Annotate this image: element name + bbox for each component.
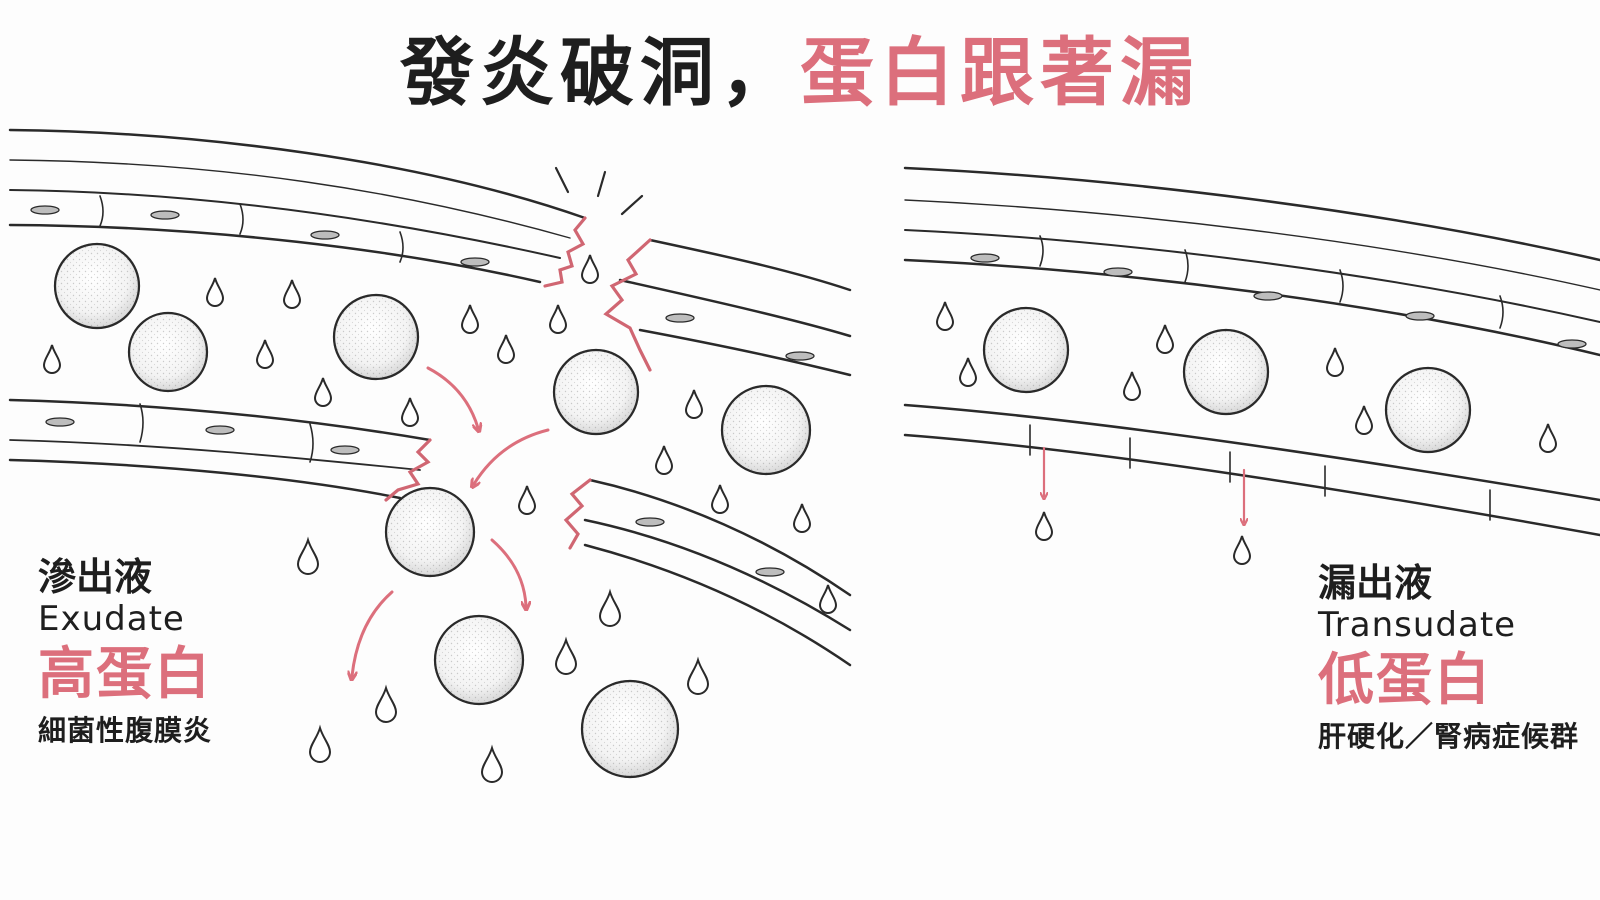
water-droplet — [654, 445, 674, 475]
transudate-proteins — [982, 306, 1472, 454]
water-droplet — [42, 344, 62, 374]
water-droplet — [554, 636, 578, 675]
tear-edge-upper-left — [543, 216, 587, 288]
water-droplet — [480, 744, 504, 783]
water-droplet — [282, 279, 302, 309]
lower-wall-top-line — [8, 398, 432, 442]
transudate-label-block: 漏出液 Transudate 低蛋白 肝硬化／腎病症候群 — [1318, 561, 1580, 754]
lower-wall-cell-dividers — [1029, 424, 1491, 521]
lower-wall-top-line — [903, 403, 1600, 502]
water-droplet — [818, 584, 838, 614]
water-droplet — [374, 684, 398, 723]
upper-wall-outer-line — [903, 166, 1600, 262]
upper-wall-tissue-line — [9, 159, 571, 239]
water-droplet — [935, 301, 955, 331]
protein-sphere — [53, 242, 141, 330]
transudate-protein-level: 低蛋白 — [1318, 647, 1492, 713]
upper-wall-tissue-line — [904, 199, 1600, 291]
water-droplet — [496, 334, 516, 364]
transudate-droplets — [935, 301, 1558, 565]
water-droplet — [684, 389, 704, 419]
rupture-spark-lines — [554, 166, 644, 216]
water-droplet — [1034, 511, 1054, 541]
water-droplet — [958, 357, 978, 387]
leak-arrow — [352, 590, 394, 676]
protein-sphere — [384, 486, 476, 578]
lower-wall-right-mid — [583, 518, 852, 632]
upper-wall-inner-line — [904, 229, 1600, 323]
water-droplet — [255, 339, 275, 369]
leak-arrow — [474, 428, 550, 484]
exudate-vessel — [8, 128, 852, 667]
protein-sphere — [127, 311, 209, 393]
transudate-condition: 肝硬化／腎病症候群 — [1318, 720, 1580, 754]
transudate-name-zh: 漏出液 — [1318, 561, 1433, 605]
water-droplet — [1325, 347, 1345, 377]
exudate-condition: 細菌性腹膜炎 — [38, 714, 213, 748]
water-droplet — [400, 397, 420, 427]
water-droplet — [686, 656, 710, 695]
protein-sphere — [332, 293, 420, 381]
protein-sphere — [1182, 328, 1270, 416]
protein-sphere — [433, 614, 525, 706]
upper-wall-lumen-line — [903, 258, 1600, 357]
upper-wall-right-lumen — [638, 328, 852, 377]
exudate-proteins — [53, 242, 812, 779]
water-droplet — [296, 536, 320, 575]
protein-sphere — [720, 384, 812, 476]
water-droplet — [460, 304, 480, 334]
exudate-leak-arrows — [352, 366, 550, 676]
tear-edge-lower-right — [563, 478, 592, 550]
cell-nuclei-right — [970, 253, 1587, 349]
leak-arrow — [490, 538, 526, 606]
upper-wall-right-inner — [618, 278, 852, 338]
water-droplet — [1232, 535, 1252, 565]
water-droplet — [598, 588, 622, 627]
page-title: 發炎破洞，蛋白跟著漏 — [0, 28, 1600, 118]
lower-wall-mid-line — [9, 439, 421, 471]
water-droplet — [792, 503, 812, 533]
leak-arrow — [426, 366, 478, 428]
transudate-name-en: Transudate — [1318, 604, 1517, 645]
upper-wall-cell-dividers — [99, 195, 404, 263]
title-part-accent: 蛋白跟著漏 — [800, 30, 1200, 116]
water-droplet — [1122, 371, 1142, 401]
water-droplet — [580, 254, 600, 284]
water-droplet — [205, 277, 225, 307]
tear-edge-lower-left — [384, 438, 432, 502]
lower-wall-right-top — [588, 478, 852, 597]
lower-wall-cell-dividers — [139, 403, 314, 463]
cell-nuclei-left — [30, 205, 815, 577]
upper-wall-lumen-line — [8, 223, 542, 284]
exudate-name-en: Exudate — [38, 598, 185, 639]
exudate-label-block: 滲出液 Exudate 高蛋白 細菌性腹膜炎 — [38, 555, 213, 748]
lower-wall-bottom-line — [903, 433, 1600, 537]
water-droplet — [1155, 324, 1175, 354]
exudate-droplets — [42, 254, 838, 783]
lower-wall-right-bottom — [583, 543, 852, 667]
exudate-protein-level: 高蛋白 — [38, 641, 212, 707]
protein-sphere — [552, 348, 640, 436]
water-droplet — [1354, 405, 1374, 435]
protein-sphere — [1384, 366, 1472, 454]
transudate-vessel — [903, 166, 1600, 537]
water-droplet — [313, 377, 333, 407]
water-droplet — [517, 485, 537, 515]
water-droplet — [1538, 423, 1558, 453]
lower-wall-bottom-line — [8, 458, 402, 500]
upper-wall-outer-line — [8, 128, 587, 220]
protein-sphere — [580, 679, 680, 779]
water-droplet — [548, 304, 568, 334]
water-droplet — [308, 724, 332, 763]
tear-edge-upper-right — [603, 238, 652, 372]
water-droplet — [710, 484, 730, 514]
title-part-dark: 發炎破洞， — [400, 30, 800, 116]
exudate-name-zh: 滲出液 — [38, 555, 153, 599]
transudate-leak-arrows — [1044, 446, 1244, 522]
upper-wall-inner-line — [9, 189, 561, 259]
upper-wall-right-outer — [648, 238, 852, 292]
protein-sphere — [982, 306, 1070, 394]
upper-wall-cell-dividers — [1039, 235, 1504, 329]
